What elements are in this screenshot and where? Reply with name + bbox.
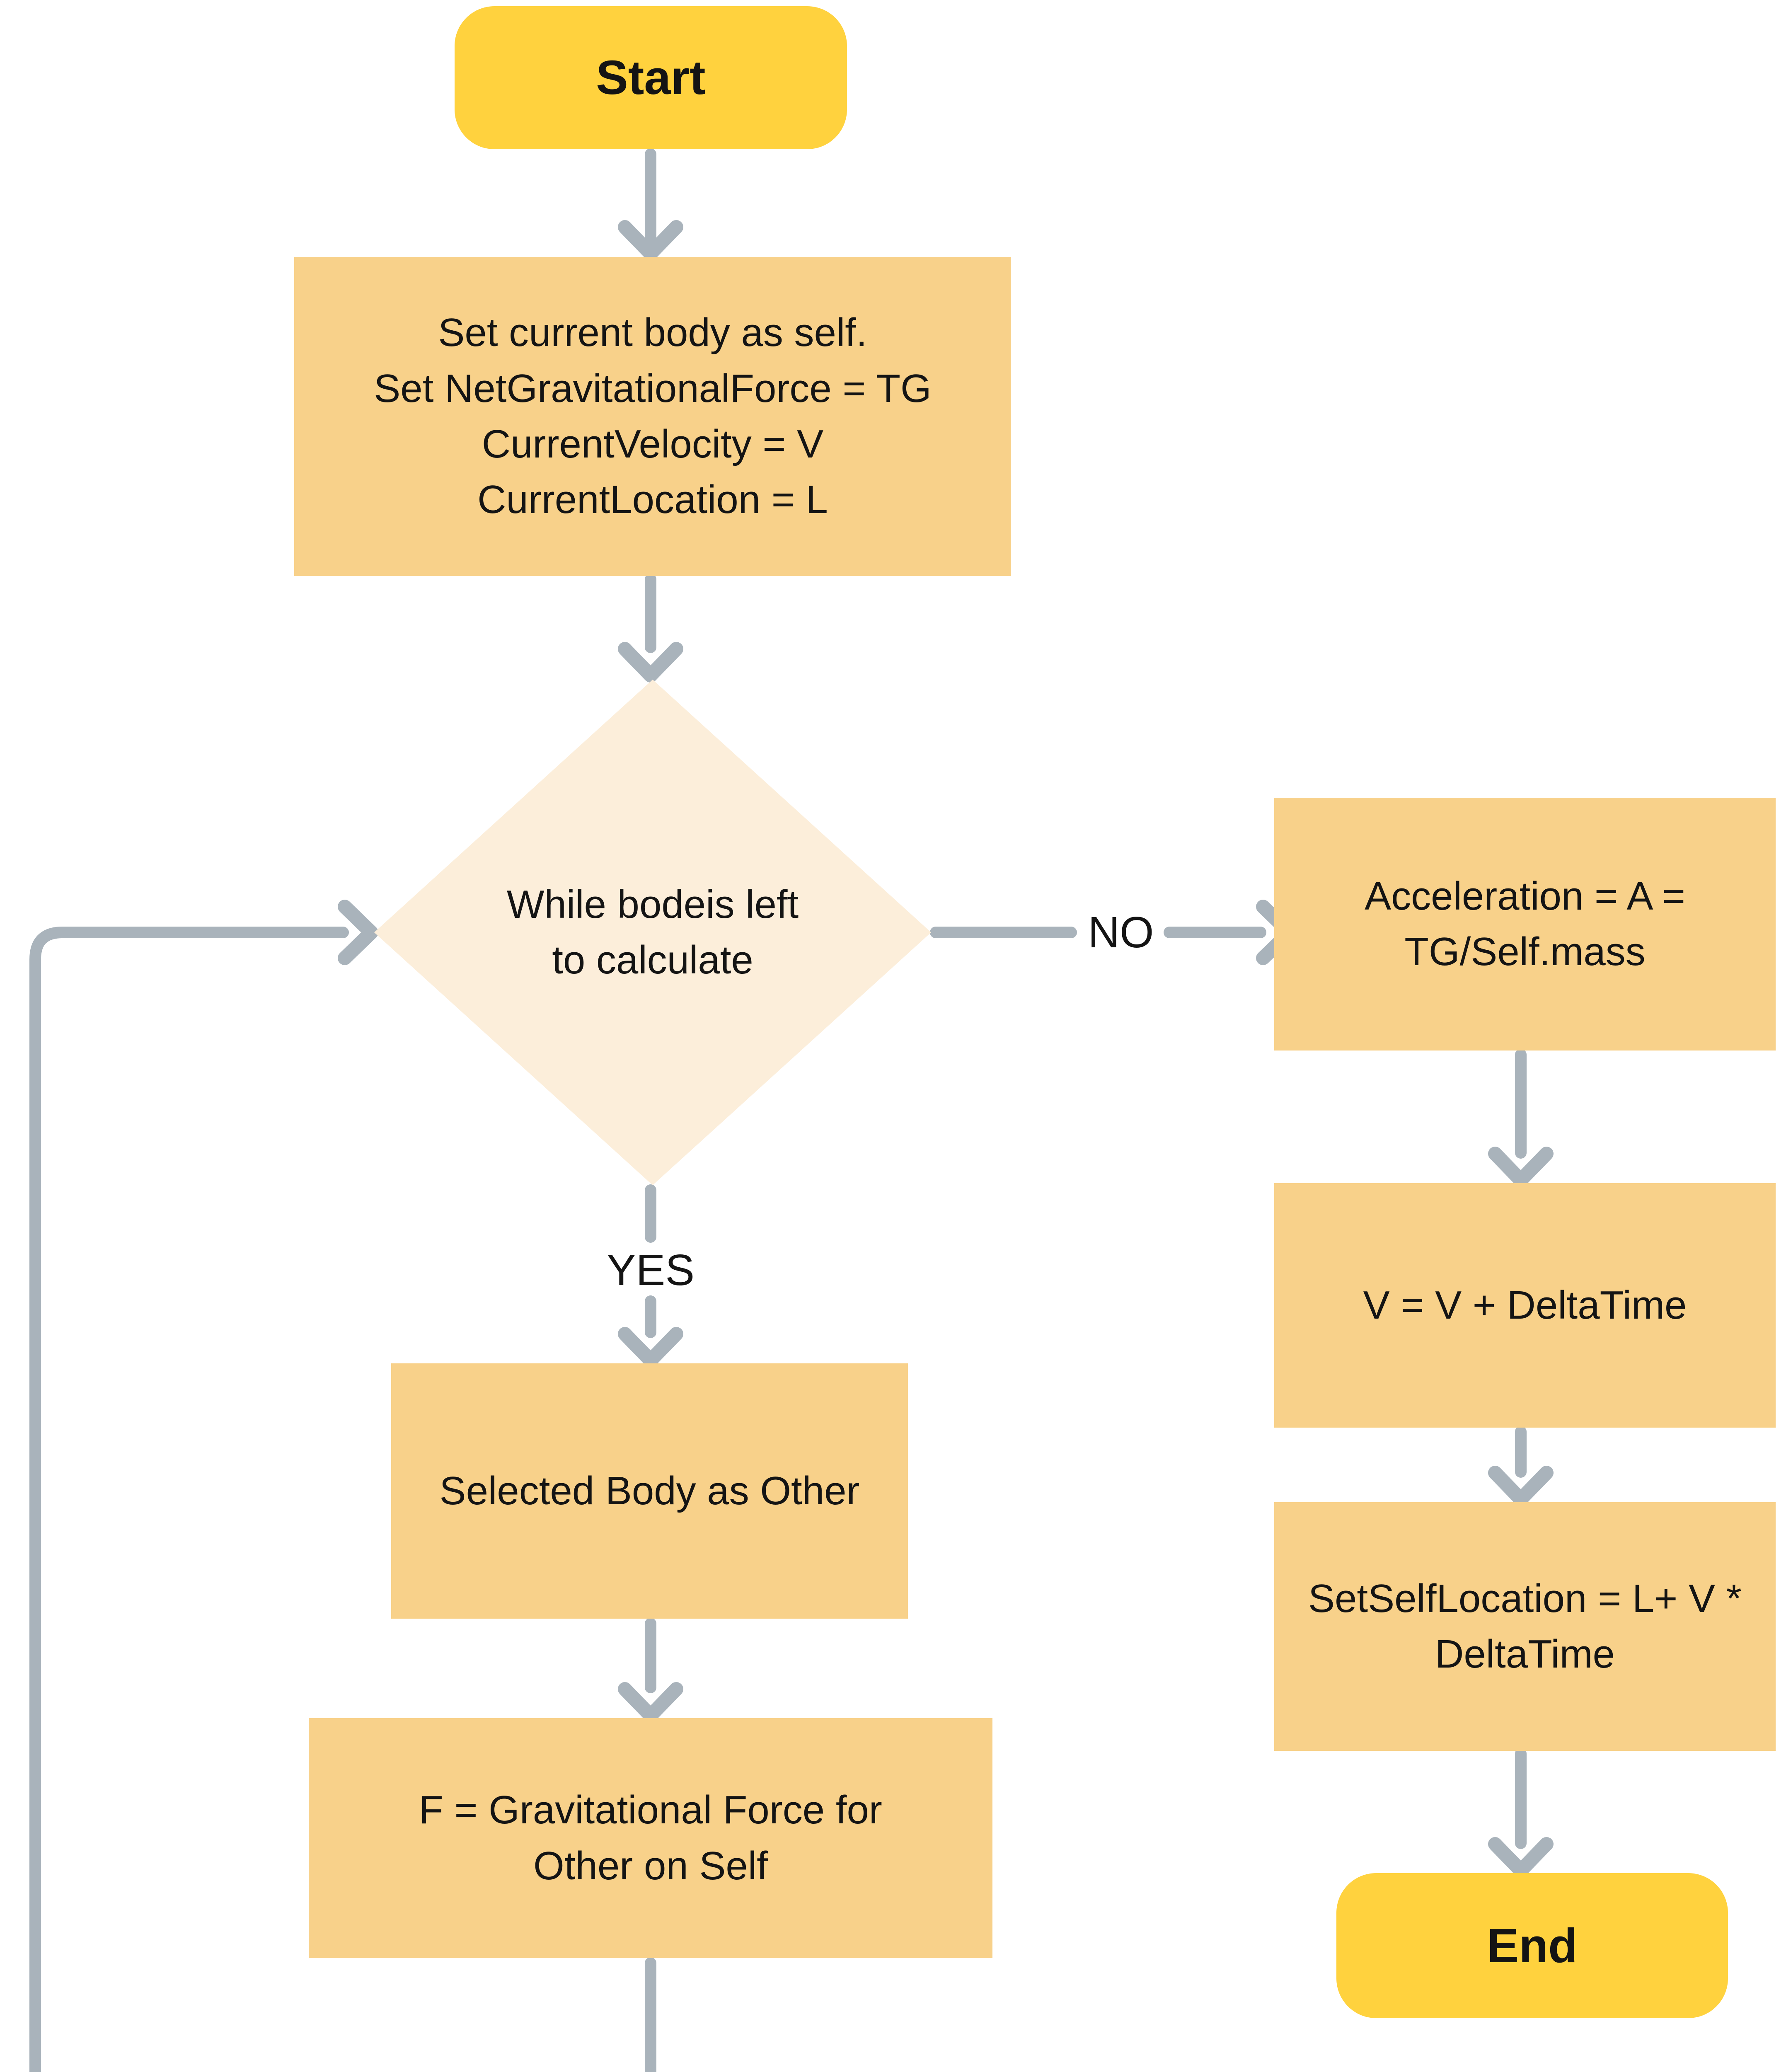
node-init-variables: Set current body as self. Set NetGravita… bbox=[294, 257, 1011, 576]
node-init-variables-label: Set current body as self. Set NetGravita… bbox=[374, 310, 932, 522]
edge-label-no: NO bbox=[1088, 908, 1154, 957]
connector-start-to-init bbox=[618, 148, 683, 261]
node-start-label: Start bbox=[596, 51, 706, 105]
node-velocity-label: V = V + DeltaTime bbox=[1363, 1283, 1687, 1327]
connector-selected-to-force bbox=[618, 1618, 683, 1723]
edge-label-yes: YES bbox=[606, 1245, 695, 1295]
node-set-self-location: SetSelfLocation = L+ V * DeltaTime bbox=[1274, 1502, 1776, 1751]
node-velocity: V = V + DeltaTime bbox=[1274, 1183, 1776, 1428]
node-end: End bbox=[1336, 1873, 1728, 2018]
node-acceleration-label: Acceleration = A = TG/Self.mass bbox=[1365, 874, 1685, 974]
connector-acceleration-to-velocity bbox=[1488, 1049, 1554, 1187]
node-decision-bodies-left-label: While bodeis left to calculate bbox=[506, 882, 799, 982]
node-end-label: End bbox=[1486, 1918, 1578, 1973]
node-set-self-location-label: SetSelfLocation = L+ V * DeltaTime bbox=[1308, 1576, 1742, 1676]
connector-force-to-tg bbox=[645, 1957, 656, 2072]
node-start: Start bbox=[455, 6, 847, 149]
connector-no-to-acceleration bbox=[1164, 900, 1297, 965]
node-gravitational-force-label: F = Gravitational Force for Other on Sel… bbox=[419, 1788, 882, 1888]
connector-init-to-decision bbox=[618, 574, 683, 683]
connector-velocity-to-location bbox=[1488, 1426, 1554, 1506]
connector-loop-tg-to-decision bbox=[29, 900, 378, 2072]
node-acceleration: Acceleration = A = TG/Self.mass bbox=[1274, 798, 1776, 1051]
node-selected-body-label: Selected Body as Other bbox=[439, 1468, 860, 1513]
connector-location-to-end bbox=[1488, 1748, 1554, 1878]
node-selected-body: Selected Body as Other bbox=[391, 1363, 908, 1619]
connector-yes-to-selected bbox=[618, 1295, 683, 1368]
node-gravitational-force: F = Gravitational Force for Other on Sel… bbox=[309, 1718, 992, 1958]
